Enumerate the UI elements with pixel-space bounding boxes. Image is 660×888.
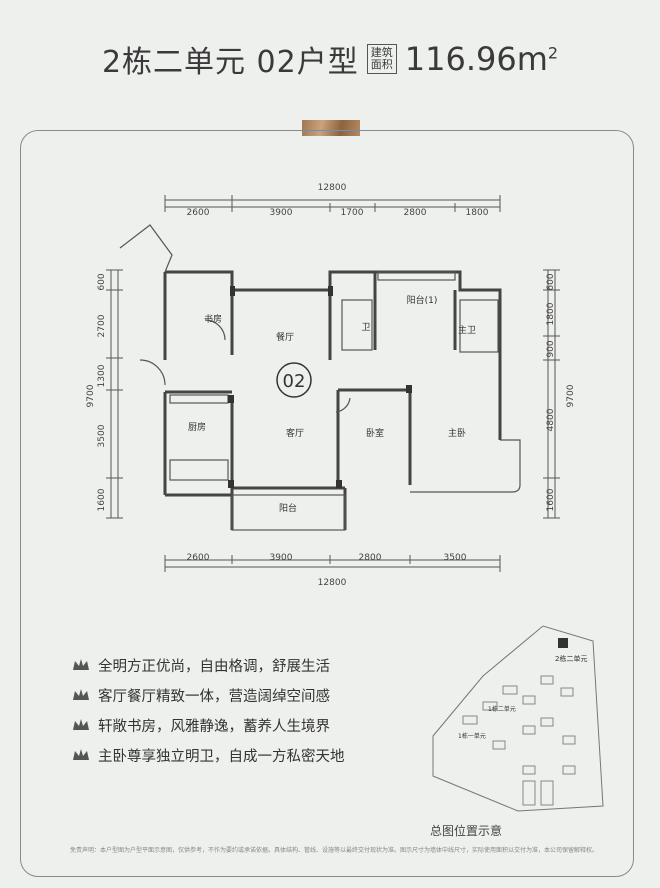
unit-title: 2栋二单元 02户型 xyxy=(101,45,359,80)
area-label: 建筑 面积 xyxy=(366,44,397,74)
crown-icon xyxy=(73,749,89,760)
room-balcony-1: 阳台(1) xyxy=(407,294,438,306)
top-dim: 1700 xyxy=(341,208,364,218)
top-dim: 2600 xyxy=(187,208,210,218)
top-dim: 3900 xyxy=(270,208,293,218)
site-map: 2栋二单元 1栋二单元 1栋一单元 xyxy=(432,625,604,812)
location-marker-icon xyxy=(558,638,568,648)
site-building-label: 1栋一单元 xyxy=(458,732,486,740)
room-living: 客厅 xyxy=(286,427,304,439)
crown-icon xyxy=(73,719,89,730)
right-dim: 1600 xyxy=(546,488,556,511)
feature-item: 客厅餐厅精致一体，营造阔绰空间感 xyxy=(72,680,345,710)
left-dim: 1600 xyxy=(97,488,107,511)
site-building-label: 1栋二单元 xyxy=(488,705,516,713)
right-dim: 900 xyxy=(546,340,556,357)
feature-list: 全明方正优尚，自由格调，舒展生活 客厅餐厅精致一体，营造阔绰空间感 轩敞书房，风… xyxy=(72,650,345,770)
site-map-label: 总图位置示意 xyxy=(430,824,503,838)
crown-icon xyxy=(73,659,89,670)
right-total-dim: 9700 xyxy=(566,384,576,407)
right-dim: 1800 xyxy=(546,302,556,325)
room-bedroom: 卧室 xyxy=(366,427,384,439)
room-kitchen: 厨房 xyxy=(188,421,206,433)
feature-item: 主卧尊享独立明卫，自成一方私密天地 xyxy=(72,740,345,770)
bottom-dim: 2600 xyxy=(187,553,210,563)
left-dim: 600 xyxy=(97,273,107,290)
unit-badge xyxy=(276,362,312,398)
disclaimer: 免责声明：本户型图为户型平面示意图，仅供参考，不作为要约或承诺依据。具体结构、管… xyxy=(70,847,599,854)
bottom-total-dim: 12800 xyxy=(318,578,347,588)
left-total-dim: 9700 xyxy=(86,384,96,407)
bottom-dim: 2800 xyxy=(359,553,382,563)
left-dim: 2700 xyxy=(97,314,107,337)
unit-number: 02 xyxy=(283,371,306,392)
right-dim: 600 xyxy=(546,273,556,290)
room-master: 主卧 xyxy=(448,427,466,439)
top-dim: 2800 xyxy=(404,208,427,218)
room-bath: 卫 xyxy=(361,323,370,333)
left-dim: 3500 xyxy=(97,424,107,447)
crown-icon xyxy=(73,689,89,700)
area-value: 116.96m2 xyxy=(404,40,559,78)
room-dining: 餐厅 xyxy=(276,331,294,343)
wood-ornament xyxy=(302,120,360,136)
room-balcony: 阳台 xyxy=(279,502,297,514)
site-unit-label: 2栋二单元 xyxy=(555,654,587,663)
feature-item: 轩敞书房，风雅静逸，蓄养人生境界 xyxy=(72,710,345,740)
top-dim: 1800 xyxy=(466,208,489,218)
room-master-bath: 主卫 xyxy=(458,324,476,336)
content-frame xyxy=(20,130,634,877)
feature-item: 全明方正优尚，自由格调，舒展生活 xyxy=(72,650,345,680)
left-dim: 1300 xyxy=(97,364,107,387)
top-total-dim: 12800 xyxy=(318,183,347,193)
bottom-dim: 3900 xyxy=(270,553,293,563)
bottom-dim: 3500 xyxy=(444,553,467,563)
room-study: 书房 xyxy=(204,313,222,325)
page-title: 2栋二单元 02户型 建筑 面积 116.96m2 xyxy=(0,34,660,84)
right-dim: 4800 xyxy=(546,408,556,431)
